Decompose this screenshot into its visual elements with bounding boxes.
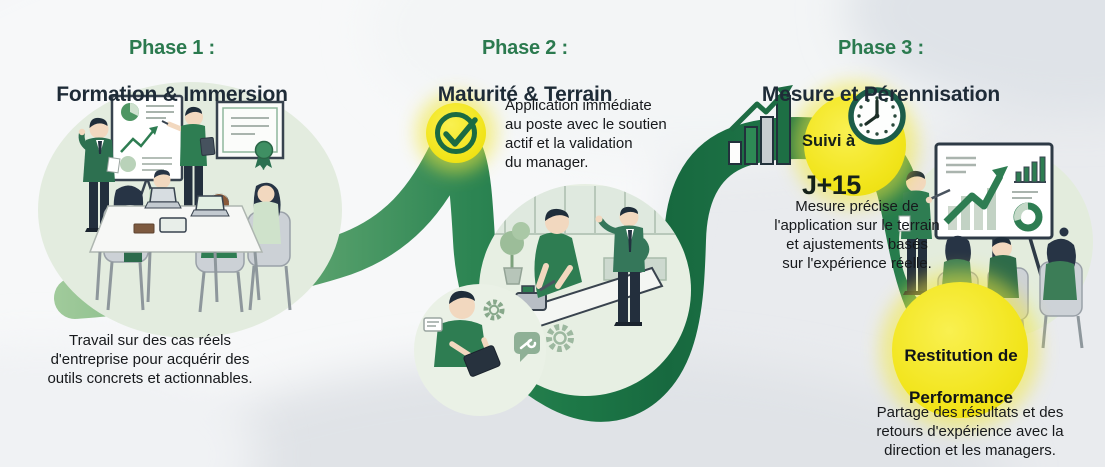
tablet-icon — [159, 217, 187, 233]
check-badge — [416, 93, 496, 173]
tablet-icon — [463, 345, 501, 377]
growth-arrow-icon — [943, 166, 1008, 225]
phase2-title-label: Phase 2 : — [481, 37, 569, 59]
phase3-title: Phase 3 : Mesure et Pérennisation — [731, 14, 1031, 129]
plant-icon — [500, 222, 530, 285]
trainer-figure — [78, 117, 121, 232]
phase2-title: Phase 2 : Maturité & Terrain — [375, 14, 675, 129]
donut-chart-icon — [1013, 202, 1043, 232]
phase1-illustration — [38, 82, 342, 338]
presenter-figure — [161, 106, 216, 212]
followup-badge-text: Suivi à J+15 — [802, 113, 912, 218]
phase3-subtitle: Mesure et Pérennisation — [761, 83, 1001, 106]
phase3-description: Mesure précise de l'application sur le t… — [774, 198, 940, 272]
certificate-icon — [215, 100, 285, 170]
restitution-badge-text: Restitution de Performance — [891, 324, 1031, 429]
worker-figure — [534, 208, 582, 298]
speaker-figure — [898, 170, 951, 295]
clock-icon — [848, 87, 906, 145]
whiteboard-icon — [934, 142, 1054, 240]
wrench-bubble-icon — [514, 332, 540, 362]
meeting-table — [88, 187, 264, 303]
phase1-title-label: Phase 1 : — [128, 37, 216, 59]
check-circle-icon — [435, 112, 478, 154]
notes-icon — [423, 317, 443, 332]
phase2-description: Application immédiate au poste avec le s… — [505, 97, 667, 171]
phase3-title-label: Phase 3 : — [837, 37, 925, 59]
restitution-line1: Restitution de — [904, 346, 1018, 365]
phase1-description: Travail sur des cas réels d'entreprise p… — [47, 332, 253, 387]
phase1-subtitle: Formation & Immersion — [56, 83, 288, 106]
mini-bar-chart-icon — [1014, 156, 1046, 183]
tablet-person-figure — [434, 290, 501, 377]
followup-label: Suivi à — [802, 132, 856, 150]
phase3-description-2: Partage des résultats et des retours d'e… — [876, 404, 1064, 459]
gear-icon — [483, 299, 505, 321]
notebook-icon — [133, 223, 155, 234]
growth-bars-icon — [728, 85, 793, 165]
manager-figure — [595, 206, 650, 326]
restitution-badge — [880, 270, 1040, 430]
followup-value: J+15 — [802, 170, 861, 200]
phase1-title: Phase 1 : Formation & Immersion — [22, 14, 322, 129]
phase2-subtitle: Maturité & Terrain — [437, 83, 613, 106]
gear-icon — [546, 324, 574, 352]
laptop-icon — [144, 187, 230, 217]
restitution-line2: Performance — [909, 388, 1013, 407]
